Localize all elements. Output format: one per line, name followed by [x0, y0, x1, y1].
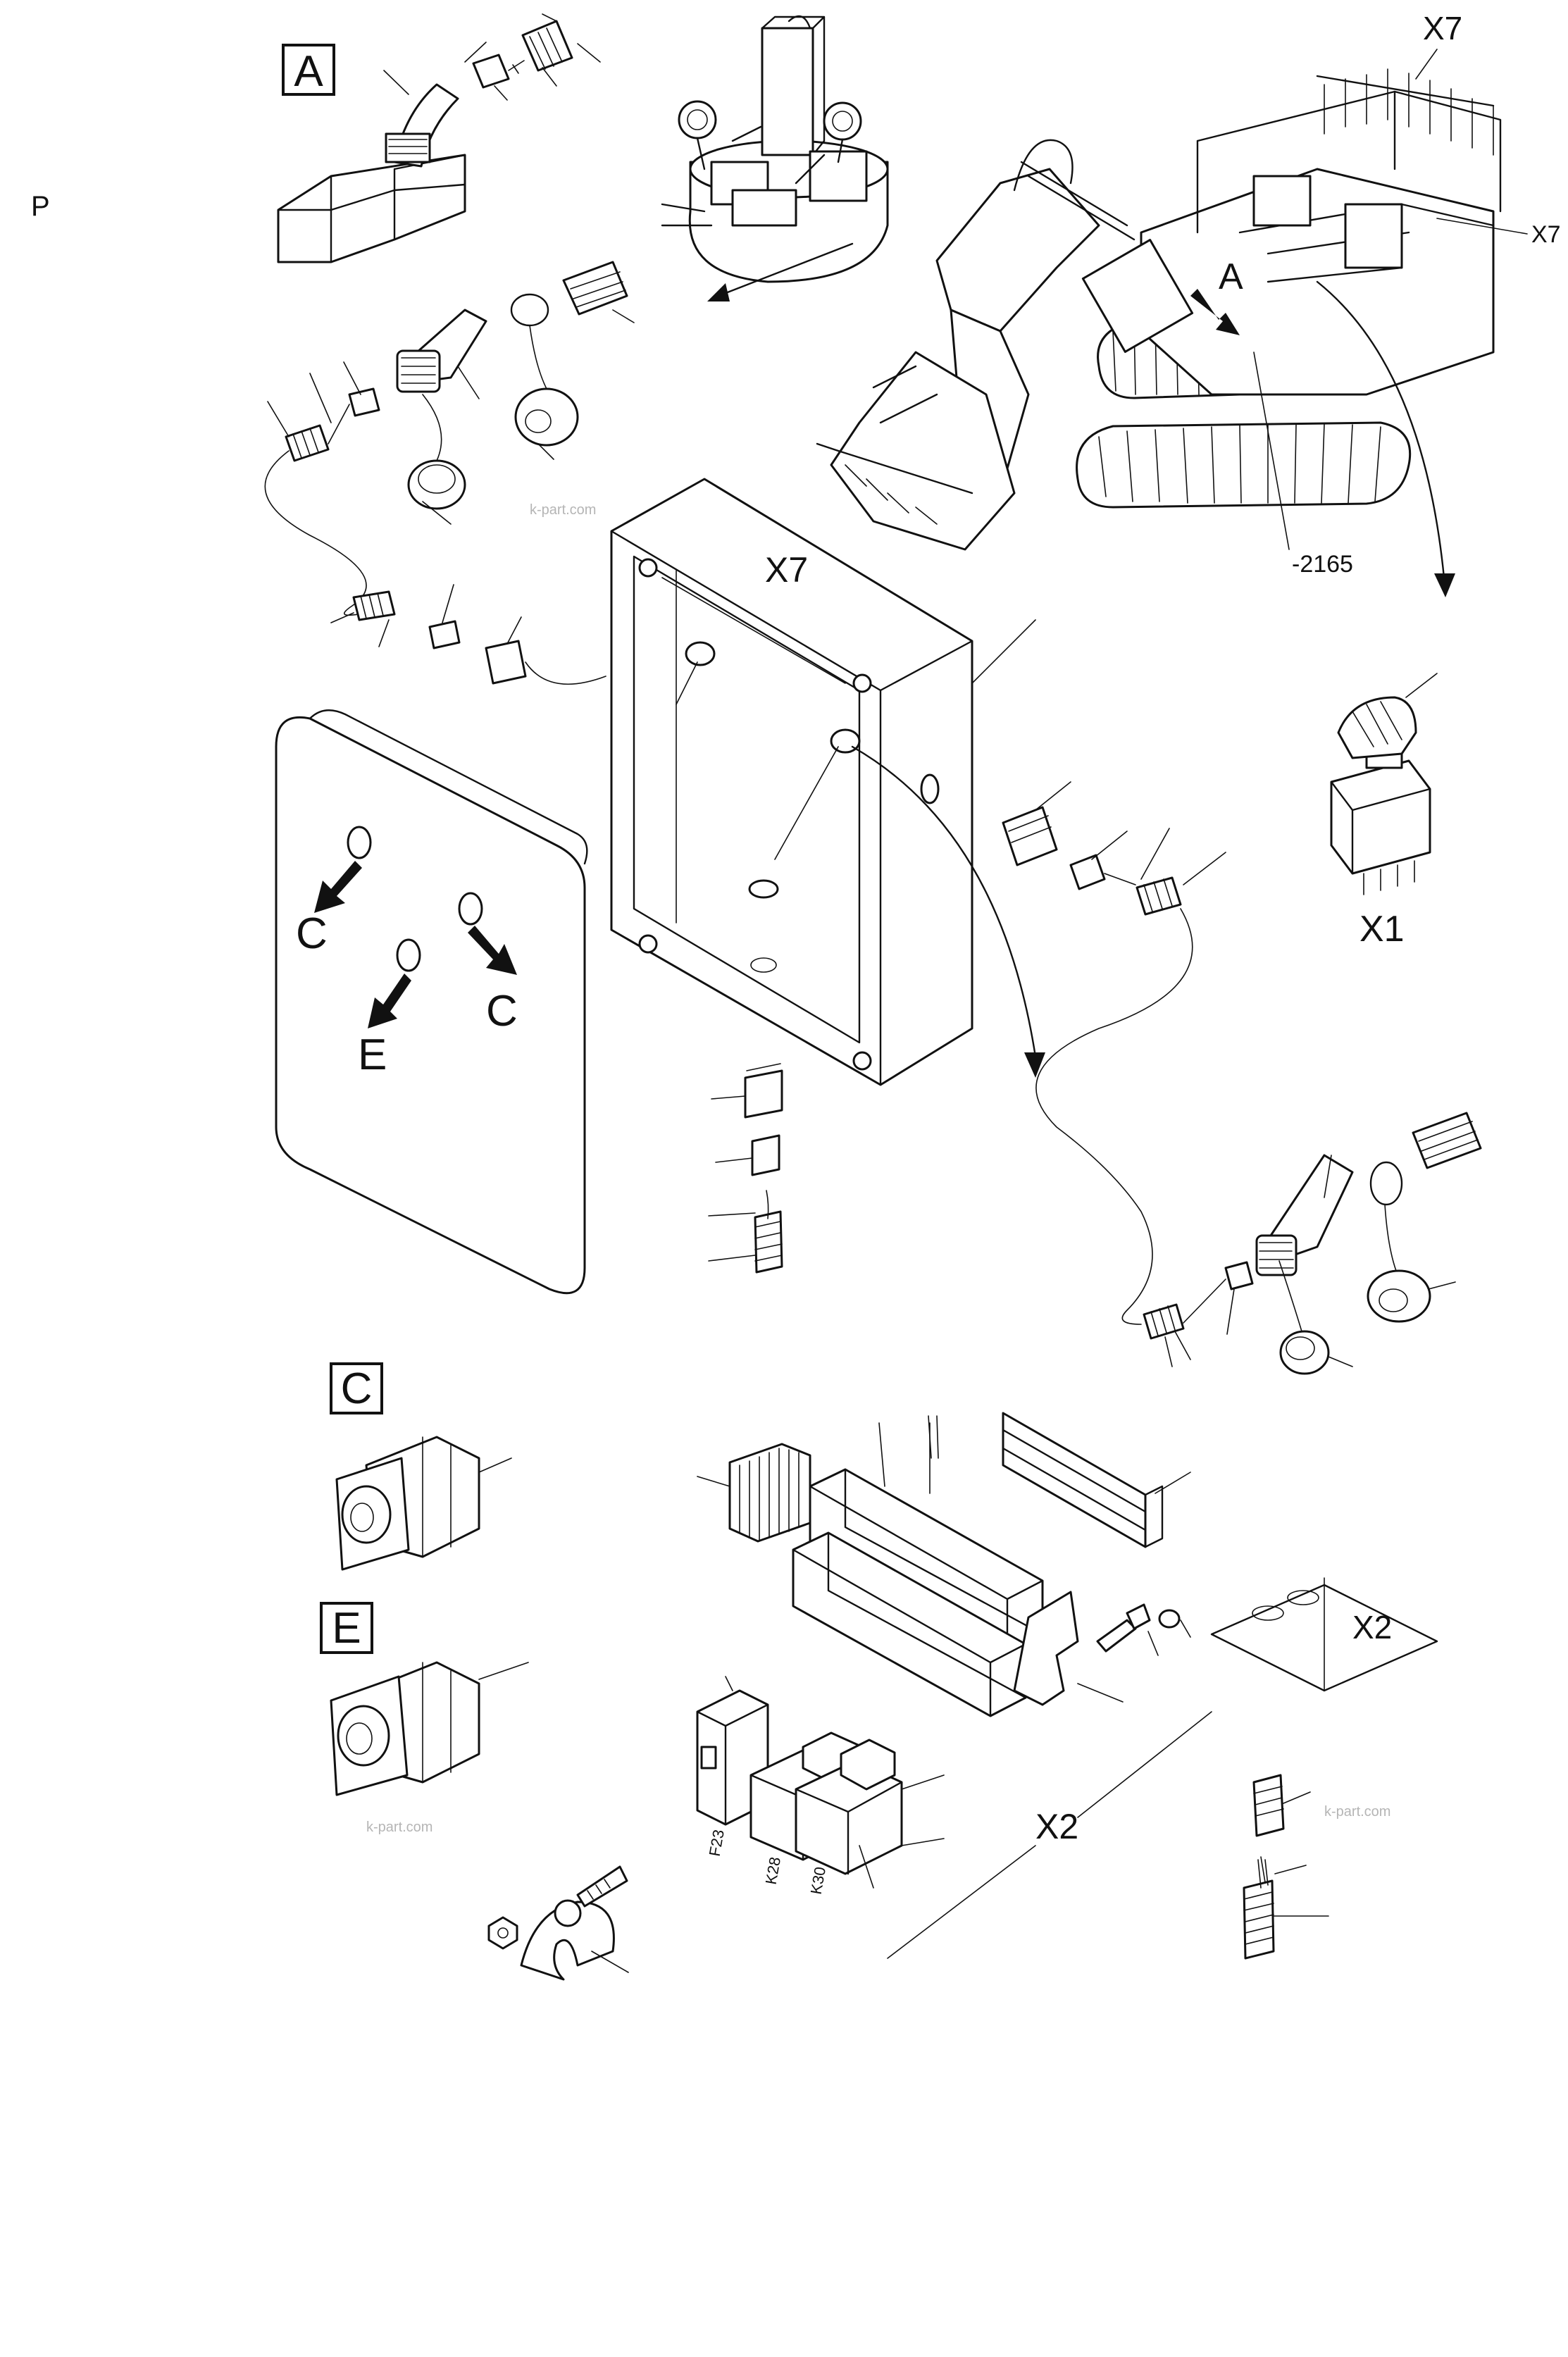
hydraulic-tank-assembly [661, 15, 889, 301]
x1-selector-switch: X1 [1330, 673, 1438, 950]
gland-fittings [1243, 1774, 1329, 1960]
switch-x1-label: X1 [1359, 909, 1405, 950]
cover-arrow-e: E [358, 1031, 387, 1079]
x7-enclosure-box: X7 [610, 478, 1045, 1274]
mark-k28: K28 [762, 1855, 784, 1886]
machine-detail-arrow: A [1219, 256, 1243, 297]
detail-c-label: C [341, 1364, 373, 1413]
terminal-rail-assembly [697, 1412, 1191, 1717]
terminal-x2-label: X2 [1035, 1807, 1078, 1846]
right-cable-assembly [1035, 908, 1482, 1375]
excavator-overview: A X7 X7 -2165 [816, 10, 1561, 597]
front-cover-plate: C C E [275, 709, 588, 1295]
machine-part-ref: -2165 [1292, 551, 1353, 578]
cover-arrow-c-left: C [296, 909, 328, 958]
detail-a-valve-connector: A [277, 13, 601, 263]
detail-e-label: E [332, 1604, 361, 1653]
mark-k30: K30 [807, 1865, 829, 1896]
cable-clamp [487, 1865, 629, 1981]
box-side-fittings [1002, 781, 1226, 916]
left-cable-assembly [264, 261, 635, 685]
watermark-top: k-part.com [530, 502, 596, 518]
breaker-and-relays: F23 K28 K30 [696, 1676, 945, 1896]
mark-f23: F23 [706, 1828, 728, 1858]
machine-x7-label: X7 [1423, 10, 1462, 46]
detail-a-label: A [294, 47, 323, 96]
machine-box-x7-label: X7 [1531, 221, 1561, 248]
plate-x2-label: X2 [1352, 1609, 1392, 1646]
x2-plate: X2 [1210, 1577, 1438, 1692]
box-x7-label: X7 [765, 550, 808, 590]
page-marker: P [31, 191, 50, 222]
cover-arrow-c-right: C [486, 987, 518, 1036]
detail-c-socket: C [330, 1362, 512, 1571]
watermark-bottom-left: k-part.com [366, 1820, 433, 1835]
detail-e-socket: E [320, 1602, 529, 1796]
watermark-bottom-right: k-part.com [1324, 1804, 1390, 1820]
